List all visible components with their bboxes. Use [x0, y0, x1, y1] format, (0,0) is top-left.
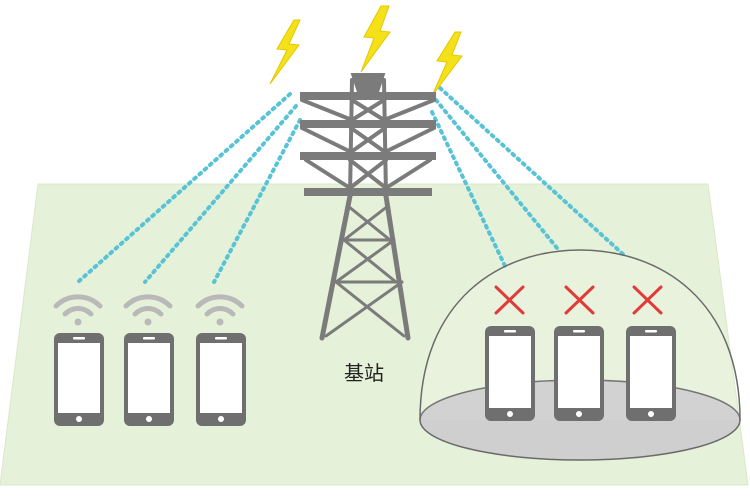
phone-icon: [196, 333, 246, 426]
signal-line: [212, 118, 302, 284]
signal-line: [438, 86, 627, 258]
phone-icon: [626, 326, 676, 421]
phone-icon: [124, 333, 174, 426]
shielded-phones: [485, 326, 676, 421]
tower-upper-lattice: [300, 78, 436, 198]
blocked-x-icon: [632, 285, 663, 315]
phone-icon: [54, 333, 104, 426]
blocked-marks: [494, 285, 663, 315]
tower-crossarm: [300, 120, 436, 128]
wifi-icon: [123, 294, 173, 326]
tower-crossarm: [300, 92, 436, 100]
tower-crossarm: [300, 152, 436, 160]
blocked-x-icon: [494, 285, 525, 315]
wifi-icon: [195, 294, 245, 326]
lightning-bolts: [269, 5, 463, 97]
tower-legs: [319, 193, 411, 341]
lightning-bolt-icon: [360, 5, 391, 73]
signal-lines-connected: [76, 92, 302, 284]
phone-icon: [485, 326, 535, 421]
signal-line: [143, 104, 298, 284]
tower-crossarm: [304, 188, 432, 196]
signal-line: [434, 98, 559, 250]
tower-top: [350, 73, 386, 93]
connected-phones: [54, 333, 246, 426]
lightning-bolt-icon: [431, 31, 463, 97]
tower-label: 基站: [344, 361, 384, 385]
signal-line: [76, 92, 292, 284]
wifi-icons: [53, 294, 245, 326]
phone-icon: [554, 326, 604, 421]
signal-lines-blocked: [430, 86, 627, 268]
tower-lower-lattice: [324, 204, 406, 338]
tower-icon: [300, 73, 436, 341]
signal-line: [430, 110, 507, 268]
lightning-bolt-icon: [269, 19, 301, 85]
blocked-x-icon: [564, 285, 595, 315]
wifi-icon: [53, 294, 103, 326]
